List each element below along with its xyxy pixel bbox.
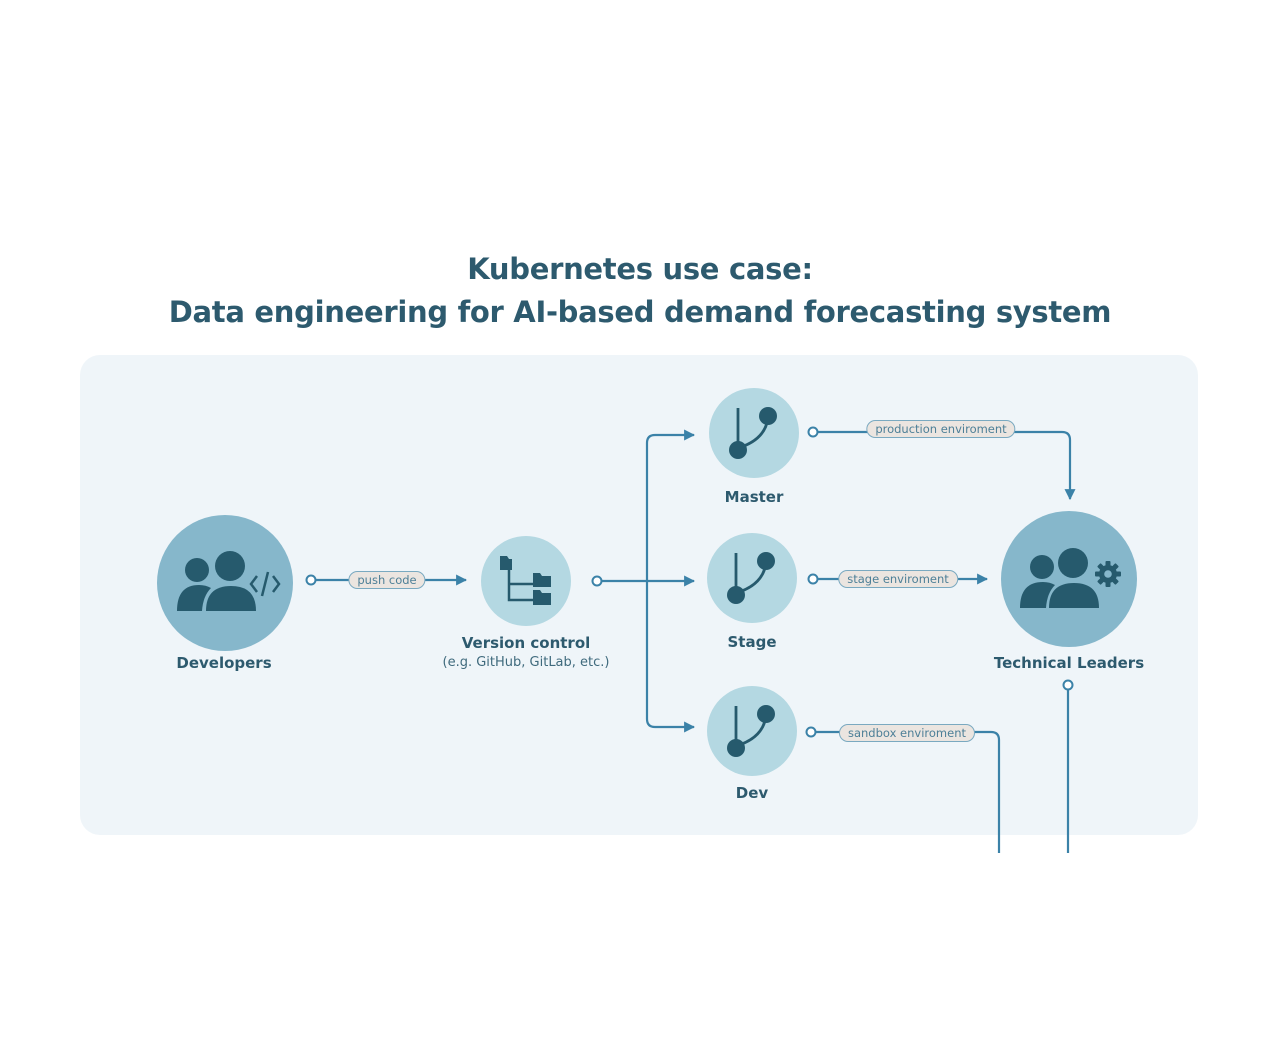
label-version-control: Version control	[461, 634, 591, 652]
git-branch-icon	[729, 407, 777, 459]
edge-label-production: production enviroment	[866, 420, 1016, 438]
port-technical-leaders	[1062, 679, 1074, 691]
node-stage	[707, 533, 797, 623]
node-dev	[707, 686, 797, 776]
port-version-control	[591, 575, 603, 587]
edge-sandbox	[816, 730, 1001, 853]
edge-production	[818, 430, 1076, 501]
label-technical-leaders: Technical Leaders	[993, 654, 1145, 672]
port-dev	[805, 726, 817, 738]
git-branch-icon	[727, 552, 775, 604]
edge-label-stage: stage enviroment	[838, 570, 958, 588]
edge-vc-to-dev	[645, 581, 696, 733]
diagram-title-line-2: Data engineering for AI-based demand for…	[168, 295, 1112, 329]
port-master	[807, 426, 819, 438]
label-developers: Developers	[176, 654, 272, 672]
port-stage	[807, 573, 819, 585]
edge-label-push-code: push code	[348, 571, 426, 589]
node-technical-leaders	[1001, 511, 1137, 647]
diagram-title-line-1: Kubernetes use case:	[467, 252, 813, 286]
edge-vc-to-master	[645, 429, 696, 581]
label-stage: Stage	[727, 633, 777, 651]
folder-tree-icon	[500, 556, 551, 605]
git-branch-icon	[727, 705, 775, 757]
edge-label-sandbox: sandbox enviroment	[838, 724, 976, 742]
node-version-control	[481, 536, 571, 626]
gear-icon	[1095, 561, 1121, 587]
label-dev: Dev	[735, 784, 769, 802]
users-gear-icon	[1020, 548, 1121, 608]
port-developers	[305, 574, 317, 586]
users-code-icon	[177, 551, 281, 611]
node-master	[709, 388, 799, 478]
label-master: Master	[724, 488, 784, 506]
node-developers	[157, 515, 293, 651]
sublabel-version-control: (e.g. GitHub, GitLab, etc.)	[442, 655, 610, 670]
